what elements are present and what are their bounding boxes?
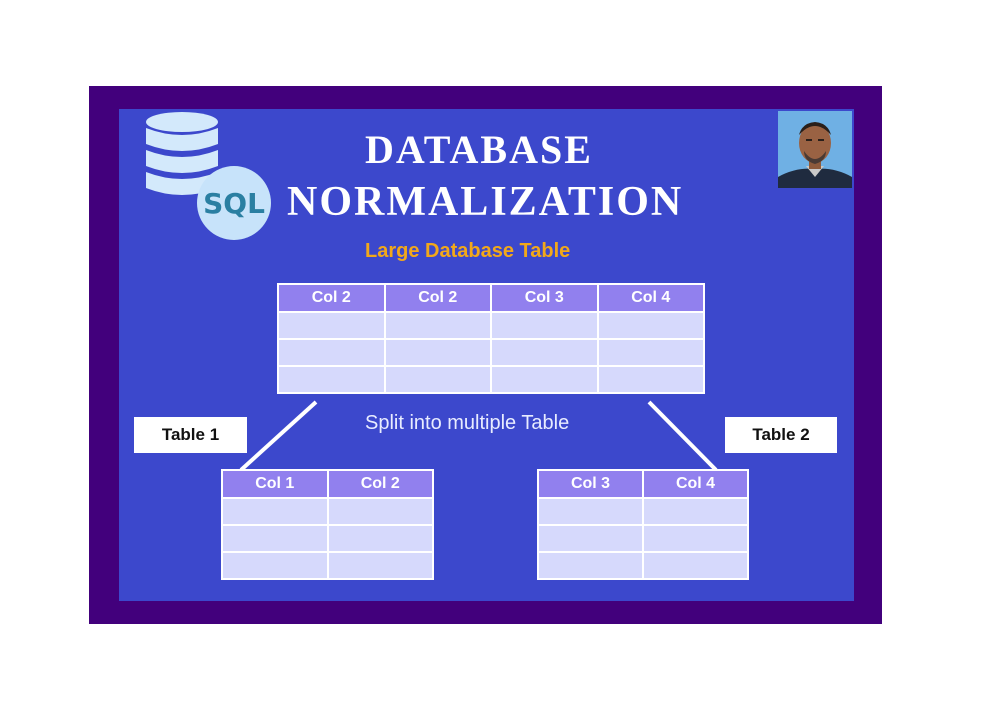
table-cell <box>537 524 644 553</box>
table-cell <box>383 338 492 367</box>
table-cell <box>383 311 492 340</box>
split-caption: Split into multiple Table <box>365 412 570 434</box>
table-cell <box>326 524 434 553</box>
table-cell <box>221 497 329 526</box>
table-row <box>537 497 749 526</box>
table2: Col 3 Col 4 <box>537 469 749 580</box>
table-row <box>277 338 705 367</box>
table-cell <box>221 524 329 553</box>
table-cell <box>537 497 644 526</box>
table-header-row: Col 1 Col 2 <box>221 469 434 499</box>
column-header: Col 2 <box>383 283 492 313</box>
column-header: Col 2 <box>277 283 386 313</box>
column-header: Col 3 <box>537 469 644 499</box>
table-row <box>537 551 749 580</box>
table1: Col 1 Col 2 <box>221 469 434 580</box>
table-header-row: Col 2 Col 2 Col 3 Col 4 <box>277 283 705 313</box>
table-cell <box>596 365 705 394</box>
table-cell <box>537 551 644 580</box>
column-header: Col 4 <box>596 283 705 313</box>
table-row <box>277 365 705 394</box>
column-header: Col 1 <box>221 469 329 499</box>
table-cell <box>642 497 749 526</box>
table-cell <box>490 311 599 340</box>
table-cell <box>326 497 434 526</box>
table-cell <box>642 551 749 580</box>
table-cell <box>383 365 492 394</box>
table-header-row: Col 3 Col 4 <box>537 469 749 499</box>
table-cell <box>277 311 386 340</box>
table-cell <box>490 338 599 367</box>
page-title-line1: DATABASE <box>365 127 593 172</box>
table-cell <box>277 365 386 394</box>
table-row <box>277 311 705 340</box>
column-header: Col 2 <box>326 469 434 499</box>
large-table: Col 2 Col 2 Col 3 Col 4 <box>277 283 705 394</box>
table-row <box>537 524 749 553</box>
table-cell <box>221 551 329 580</box>
column-header: Col 3 <box>490 283 599 313</box>
subtitle: Large Database Table <box>365 240 571 262</box>
page-title-line2: NORMALIZATION <box>287 179 684 225</box>
table-cell <box>490 365 599 394</box>
table-cell <box>596 311 705 340</box>
table-row <box>221 551 434 580</box>
table1-label: Table 1 <box>134 417 247 453</box>
avatar <box>778 111 852 188</box>
table-row <box>221 524 434 553</box>
table-cell <box>326 551 434 580</box>
table-cell <box>596 338 705 367</box>
table-row <box>221 497 434 526</box>
table-cell <box>642 524 749 553</box>
column-header: Col 4 <box>642 469 749 499</box>
sql-badge: SQL <box>197 166 271 240</box>
table-cell <box>277 338 386 367</box>
table2-label: Table 2 <box>725 417 837 453</box>
